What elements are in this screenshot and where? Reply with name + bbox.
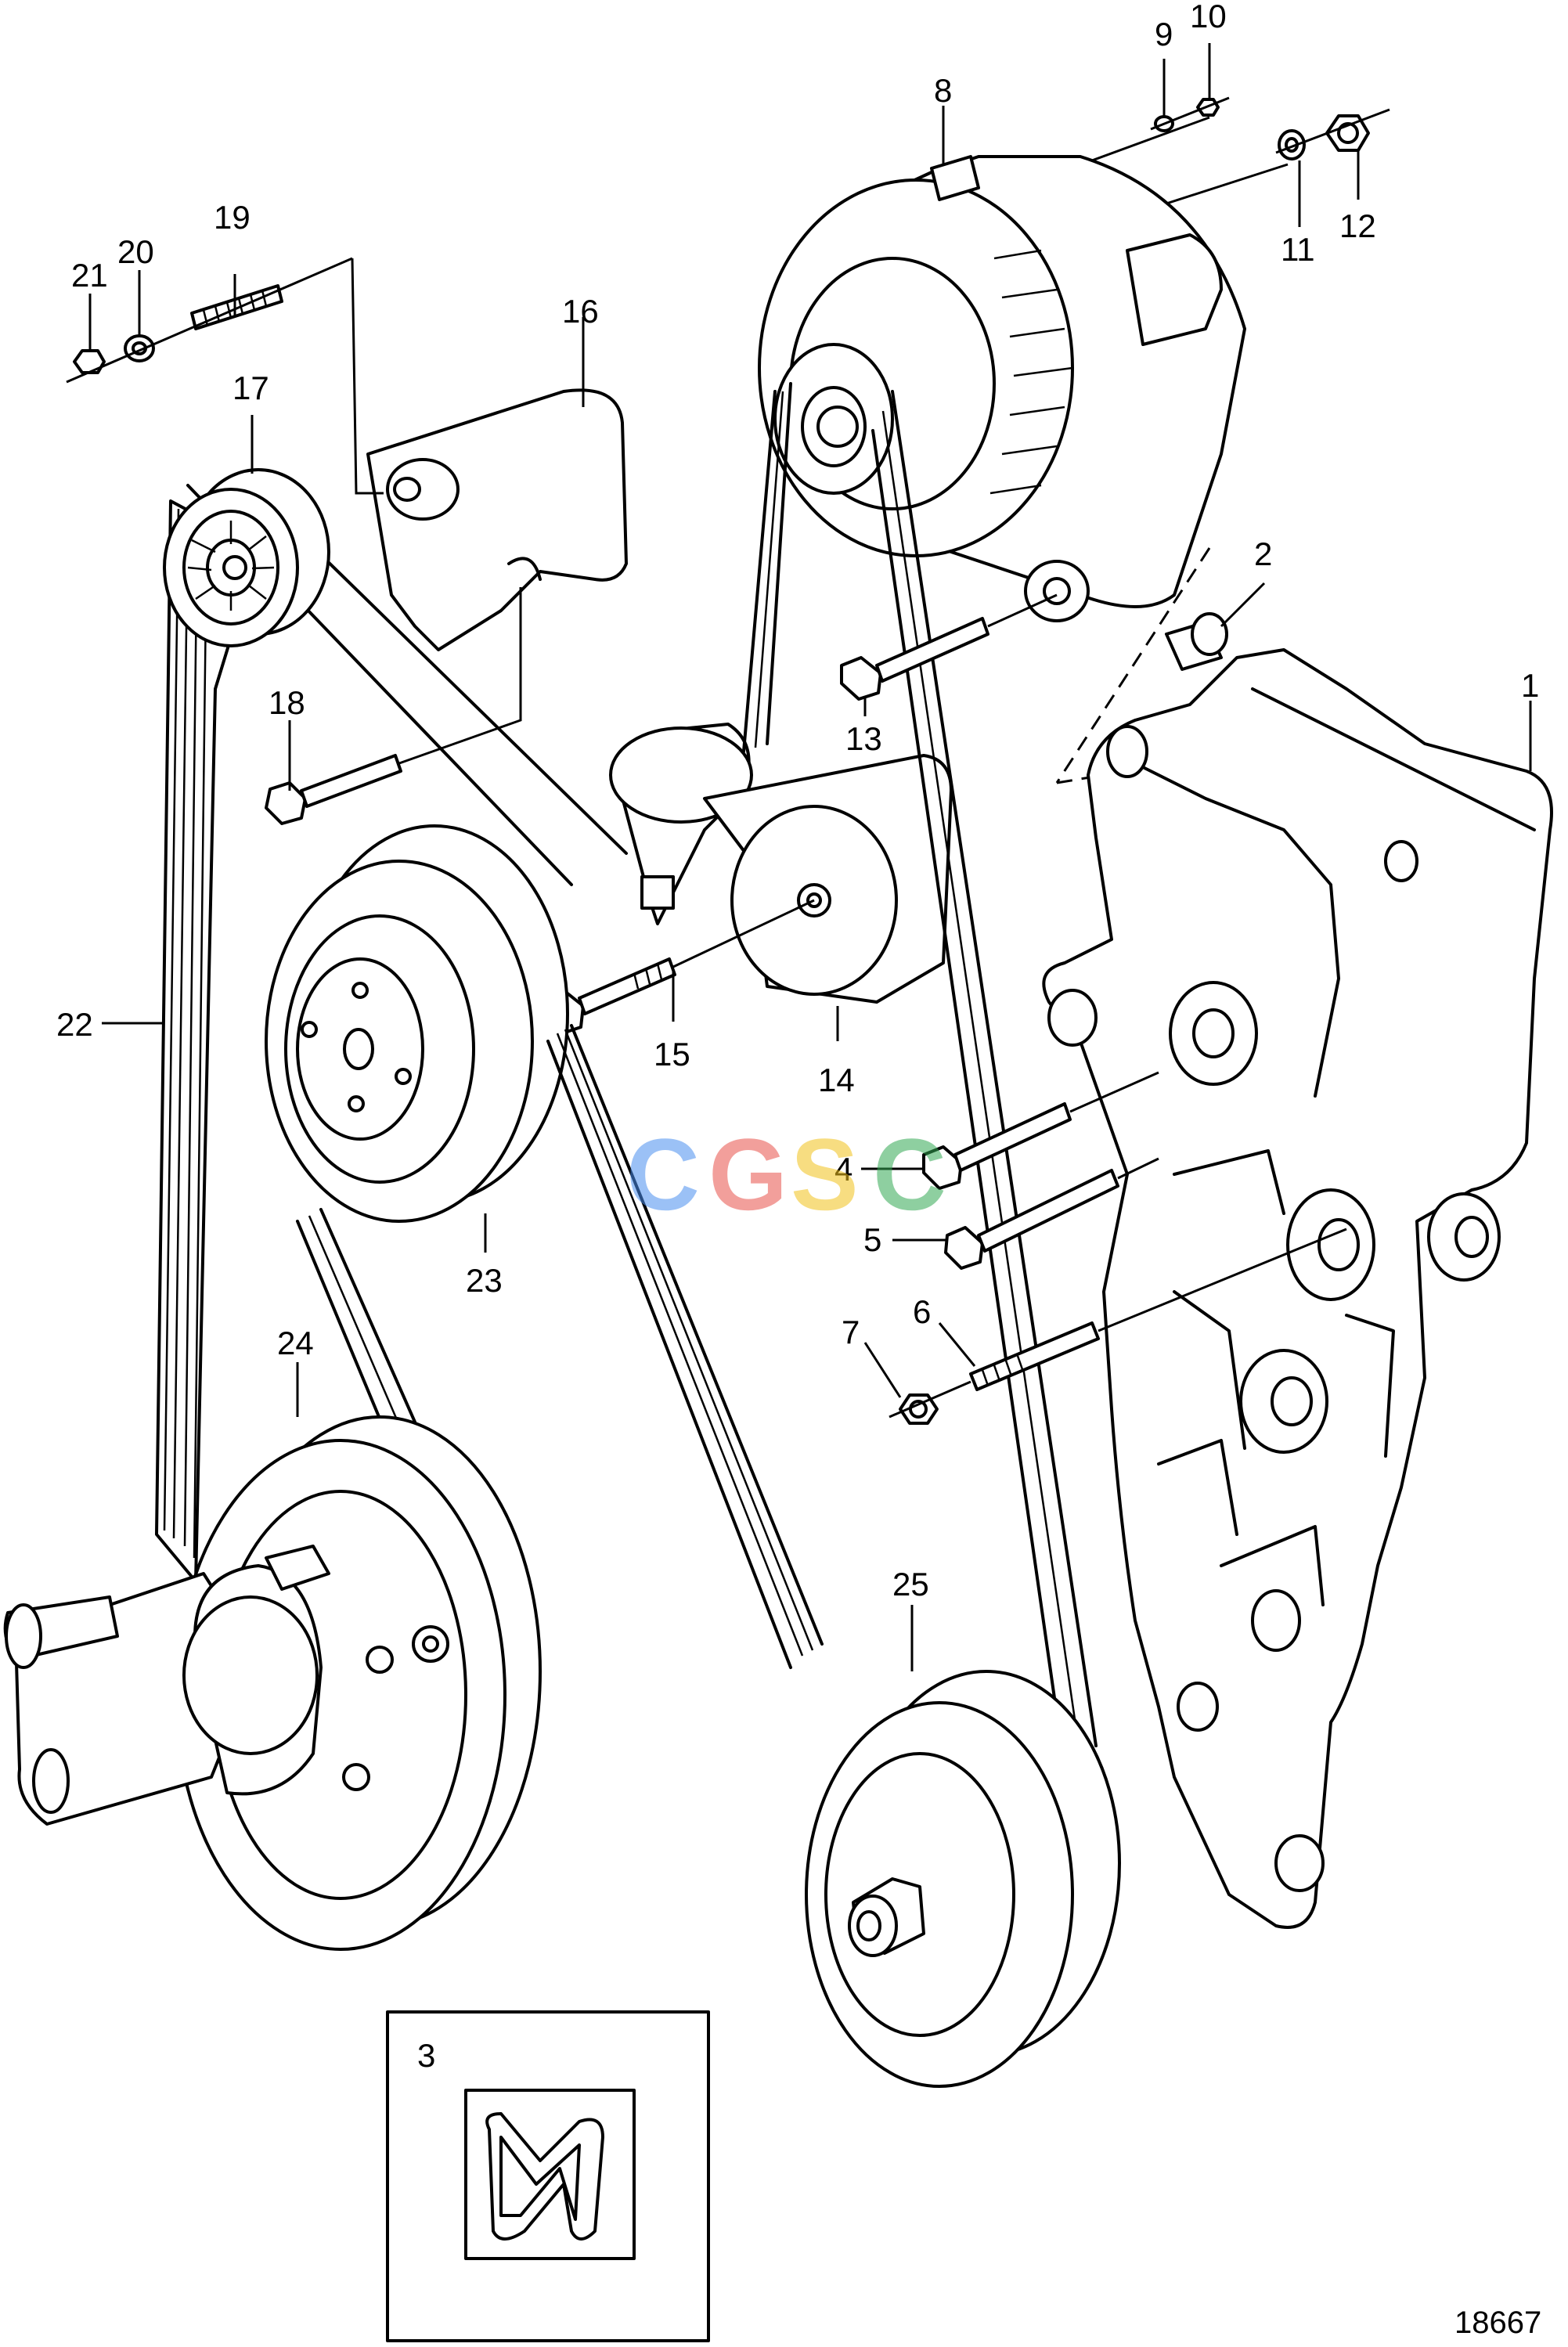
bolt-5 <box>944 1169 1119 1270</box>
nut-21 <box>73 349 106 374</box>
crank-pulley-23 <box>265 824 569 1223</box>
bolt-18 <box>265 754 402 825</box>
watermark-letter: G <box>708 1117 788 1231</box>
alternator-8 <box>758 116 1289 622</box>
callout-9: 9 <box>1155 16 1173 52</box>
callout-6: 6 <box>913 1293 931 1330</box>
drawing-number: 18667 <box>1454 2306 1541 2340</box>
bolt-4 <box>922 1102 1072 1190</box>
water-pump-24 <box>3 1415 542 1951</box>
watermark-logo: C G S C <box>626 1117 946 1231</box>
callout-8: 8 <box>934 72 952 109</box>
mounting-bracket-1 <box>1042 648 1553 1929</box>
callout-14: 14 <box>818 1062 855 1098</box>
callout-25: 25 <box>892 1566 929 1603</box>
leader-lines <box>88 43 1532 1671</box>
callout-5: 5 <box>863 1221 881 1258</box>
callout-17: 17 <box>232 370 269 406</box>
callout-11: 11 <box>1281 231 1315 268</box>
belt-routing-inset-3 <box>386 2010 710 2342</box>
callout-24: 24 <box>277 1325 314 1361</box>
callout-1: 1 <box>1521 667 1539 704</box>
watermark-letter: C <box>626 1117 700 1231</box>
tensioner-14 <box>609 723 953 1004</box>
callout-15: 15 <box>654 1036 690 1073</box>
callout-10: 10 <box>1190 0 1227 34</box>
watermark-letter: S <box>791 1117 859 1231</box>
pulley-25 <box>805 1670 1121 2088</box>
callout-13: 13 <box>845 720 882 757</box>
washer-11 <box>1278 129 1306 160</box>
callout-21: 21 <box>71 257 108 294</box>
belt-main <box>742 382 1098 1747</box>
stud-6 <box>969 1321 1100 1391</box>
alternator-pulley <box>773 343 894 495</box>
bushing-2 <box>1165 612 1228 671</box>
callout-22: 22 <box>56 1006 93 1043</box>
idler-pulley-17 <box>163 468 330 647</box>
callout-18: 18 <box>269 684 305 721</box>
callout-4: 4 <box>834 1151 852 1188</box>
callout-3: 3 <box>417 2037 435 2074</box>
watermark-letter: C <box>873 1117 946 1231</box>
callout-16: 16 <box>562 293 599 330</box>
nut-7 <box>899 1393 939 1425</box>
callout-2: 2 <box>1254 535 1272 572</box>
callout-20: 20 <box>117 233 154 270</box>
washer-20 <box>124 334 155 362</box>
callout-labels: 1 2 3 4 5 6 7 8 9 10 11 12 13 14 15 16 1… <box>56 0 1539 2074</box>
callout-19: 19 <box>214 199 251 236</box>
callout-7: 7 <box>842 1314 860 1350</box>
bolt-13 <box>840 617 989 701</box>
callout-12: 12 <box>1339 207 1376 244</box>
nut-12 <box>1325 114 1370 152</box>
callout-23: 23 <box>466 1262 503 1299</box>
bracket-16 <box>366 388 628 651</box>
